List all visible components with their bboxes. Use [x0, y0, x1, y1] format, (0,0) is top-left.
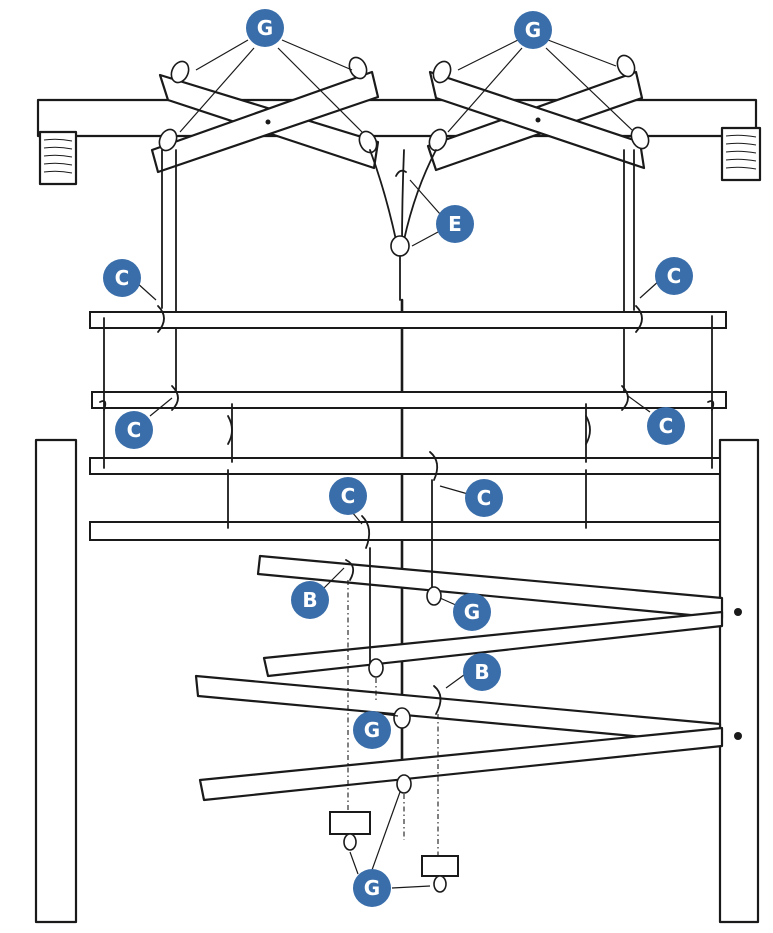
weight-left	[329, 811, 371, 835]
shaft-1	[89, 311, 727, 329]
callout-g-top-right: G	[514, 11, 552, 49]
shaft-2	[91, 391, 727, 409]
treadle-3	[194, 674, 722, 746]
callout-label: G	[364, 718, 380, 742]
callout-label: G	[257, 16, 273, 40]
shaft-lashings	[99, 305, 715, 549]
treadle-eye-d	[396, 774, 412, 794]
callout-b-1: B	[291, 581, 329, 619]
center-tie-loop	[390, 235, 410, 257]
leader-lines	[135, 39, 661, 889]
callout-e: E	[436, 205, 474, 243]
callout-c-5: C	[329, 477, 367, 515]
shafts	[89, 311, 727, 541]
treadle-pivot-upper	[734, 608, 742, 616]
callout-b-2: B	[463, 653, 501, 691]
callout-label: C	[127, 418, 142, 442]
callout-g-mid: G	[453, 593, 491, 631]
treadle-eye-b	[368, 658, 384, 678]
callout-label: C	[341, 484, 356, 508]
callout-label: G	[364, 876, 380, 900]
loom-frame	[34, 98, 762, 924]
shaft-4	[89, 521, 721, 541]
callout-g-top-left: G	[246, 9, 284, 47]
callout-label: C	[667, 264, 682, 288]
right-post	[718, 438, 760, 924]
lower-cords	[345, 479, 442, 858]
jack-screw-eyes	[158, 54, 650, 154]
left-end-block	[38, 130, 78, 186]
callout-label: B	[474, 660, 489, 684]
callout-label: C	[115, 266, 130, 290]
callout-label: B	[302, 588, 317, 612]
callout-c-2: C	[655, 257, 693, 295]
callout-g-lower: G	[353, 711, 391, 749]
right-end-block	[720, 126, 762, 182]
treadles	[194, 554, 724, 802]
treadle-eye-c	[393, 707, 411, 729]
callout-c-6: C	[465, 479, 503, 517]
top-beam	[36, 98, 758, 138]
upper-jacks	[150, 54, 650, 174]
callout-label: C	[477, 486, 492, 510]
callout-label: C	[659, 414, 674, 438]
left-jack-b	[150, 70, 380, 174]
callout-label: G	[525, 18, 541, 42]
callout-c-3: C	[115, 411, 153, 449]
weights	[329, 811, 459, 893]
callout-g-bottom: G	[353, 869, 391, 907]
side-cords	[161, 149, 635, 396]
weight-right	[421, 855, 459, 877]
callout-c-4: C	[647, 407, 685, 445]
callouts: G G E C C C C C	[103, 9, 693, 907]
callout-label: E	[448, 212, 462, 236]
callout-c-1: C	[103, 259, 141, 297]
treadle-pivot-lower	[734, 732, 742, 740]
treadle-4	[198, 726, 724, 802]
callout-label: G	[464, 600, 480, 624]
treadle-eye-a	[426, 586, 442, 606]
shaft-3	[89, 457, 721, 475]
left-post	[34, 438, 78, 924]
